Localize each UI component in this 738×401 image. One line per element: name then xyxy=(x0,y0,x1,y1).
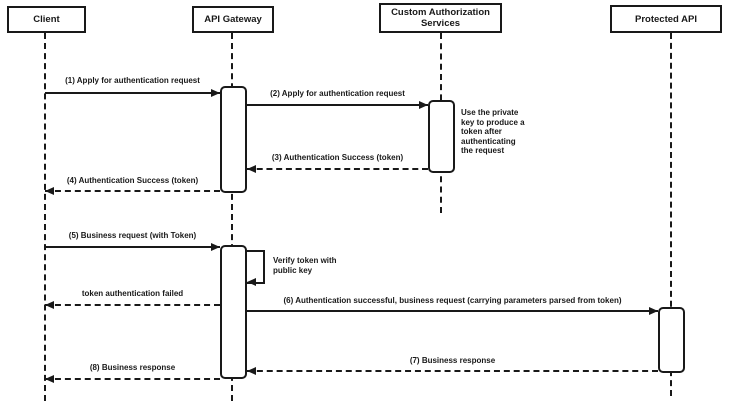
arrowhead-icon xyxy=(247,367,256,375)
lifeline-client xyxy=(44,33,46,401)
participant-label: Custom Authorization Services xyxy=(391,7,490,29)
message-line xyxy=(45,92,220,94)
message-label: (2) Apply for authentication request xyxy=(270,89,405,98)
message-5: (5) Business request (with Token) xyxy=(45,231,220,255)
message-4: (4) Authentication Success (token) xyxy=(45,176,220,200)
message-3: (3) Authentication Success (token) xyxy=(247,153,428,177)
arrowhead-icon xyxy=(45,375,54,383)
participant-custom-auth: Custom Authorization Services xyxy=(379,3,502,33)
arrowhead-icon xyxy=(419,101,428,109)
message-2: (2) Apply for authentication request xyxy=(247,89,428,113)
message-label: (3) Authentication Success (token) xyxy=(271,153,404,162)
message-7: (7) Business response xyxy=(247,356,658,380)
message-label: (7) Business response xyxy=(409,356,496,365)
participant-label: API Gateway xyxy=(204,14,262,25)
message-line xyxy=(45,246,220,248)
message-label: (1) Apply for authentication request xyxy=(65,76,200,85)
participant-client: Client xyxy=(7,6,86,33)
activation-protected-api xyxy=(658,307,685,373)
message-label: (4) Authentication Success (token) xyxy=(66,176,199,185)
activation-custom-auth xyxy=(428,100,455,173)
message-label: token authentication failed xyxy=(81,289,184,298)
self-message-label: Verify token with public key xyxy=(273,256,337,275)
message-token-failed: token authentication failed xyxy=(45,289,220,313)
message-line xyxy=(247,370,658,372)
participant-protected-api: Protected API xyxy=(610,5,722,33)
message-8: (8) Business response xyxy=(45,363,220,387)
participant-label: Protected API xyxy=(635,13,697,25)
participant-api-gateway: API Gateway xyxy=(192,6,274,33)
arrowhead-icon xyxy=(211,243,220,251)
participant-label: Client xyxy=(33,14,60,25)
message-label: (5) Business request (with Token) xyxy=(68,231,197,240)
lifeline-protected-api xyxy=(670,33,672,396)
message-1: (1) Apply for authentication request xyxy=(45,76,220,100)
activation-api-gateway-auth xyxy=(220,86,247,193)
message-line xyxy=(247,310,658,312)
note-private-key: Use the private key to produce a token a… xyxy=(461,108,525,155)
message-line xyxy=(45,190,220,192)
message-line xyxy=(45,378,220,380)
arrowhead-icon xyxy=(45,301,54,309)
message-6: (6) Authentication successful, business … xyxy=(247,296,658,320)
arrowhead-icon xyxy=(247,278,256,286)
message-line xyxy=(247,168,428,170)
message-line xyxy=(247,104,428,106)
message-line xyxy=(45,304,220,306)
activation-api-gateway-business xyxy=(220,245,247,379)
message-label: (6) Authentication successful, business … xyxy=(283,296,622,305)
arrowhead-icon xyxy=(211,89,220,97)
arrowhead-icon xyxy=(649,307,658,315)
message-label: (8) Business response xyxy=(89,363,176,372)
arrowhead-icon xyxy=(247,165,256,173)
lifeline-api-gateway xyxy=(231,33,233,401)
arrowhead-icon xyxy=(45,187,54,195)
